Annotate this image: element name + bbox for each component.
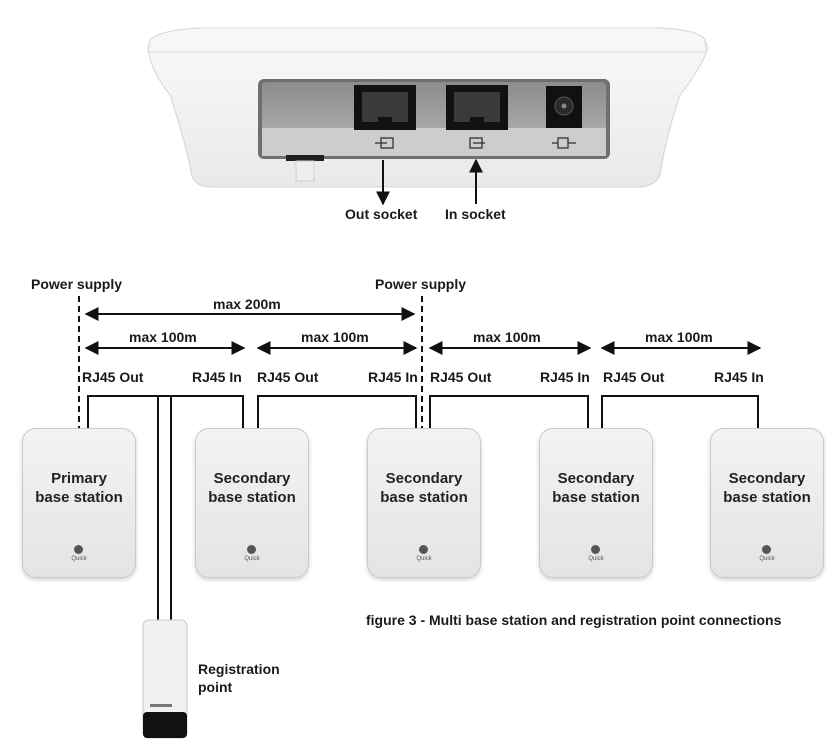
- rj45-out-socket: [354, 85, 416, 130]
- station-name-line1: Secondary: [728, 470, 806, 487]
- station-name-line2: base station: [552, 489, 640, 506]
- station-name-line2: base station: [35, 489, 123, 506]
- figure-caption: figure 3 - Multi base station and regist…: [366, 612, 782, 628]
- cable-1-to-2: [87, 395, 244, 428]
- registration-point-device: [142, 619, 188, 739]
- cable-4-to-5: [601, 395, 759, 428]
- rj45-in-label: RJ45 In: [192, 369, 242, 385]
- in-port-icon: [469, 137, 485, 149]
- rj45-out-label: RJ45 Out: [430, 369, 492, 385]
- max-100m-label: max 100m: [301, 329, 369, 345]
- brand-logo-icon: [419, 545, 428, 554]
- rj45-in-label: RJ45 In: [540, 369, 590, 385]
- registration-point-label: Registration point: [198, 660, 280, 696]
- power-port-icon: [552, 137, 576, 149]
- rj45-in-label: RJ45 In: [714, 369, 764, 385]
- power-supply-label: Power supply: [375, 276, 467, 292]
- reg-cable-in: [170, 395, 228, 622]
- registration-point-line1: Registration: [198, 661, 280, 677]
- brand-text: Quick: [416, 556, 432, 562]
- station-name-line1: Secondary: [213, 470, 291, 487]
- power-supply-label: Power supply: [31, 276, 123, 292]
- station-name-line1: Primary: [51, 470, 107, 487]
- out-port-icon: [375, 137, 394, 149]
- rj45-in-label: RJ45 In: [368, 369, 418, 385]
- rj45-in-socket: [446, 85, 508, 130]
- cable-2-to-3: [257, 395, 417, 428]
- secondary-base-station: Secondary base station Quick: [367, 428, 481, 578]
- max-200m-label: max 200m: [213, 296, 281, 312]
- max-100m-label: max 100m: [473, 329, 541, 345]
- station-name-line2: base station: [208, 489, 296, 506]
- brand-logo-icon: [247, 545, 256, 554]
- station-name-line2: base station: [380, 489, 468, 506]
- base-station-rear-view: [147, 27, 709, 188]
- rj45-out-label: RJ45 Out: [603, 369, 665, 385]
- max-100m-label: max 100m: [645, 329, 713, 345]
- dc-power-jack: [546, 86, 582, 128]
- registration-point-line2: point: [198, 679, 233, 695]
- brand-text: Quick: [588, 556, 604, 562]
- secondary-base-station: Secondary base station Quick: [539, 428, 653, 578]
- secondary-base-station: Secondary base station Quick: [710, 428, 824, 578]
- cable-3-to-4: [429, 395, 589, 428]
- station-name-line1: Secondary: [557, 470, 635, 487]
- brand-logo-icon: [591, 545, 600, 554]
- in-socket-label: In socket: [445, 206, 506, 222]
- primary-base-station: Primary base station Quick: [22, 428, 136, 578]
- out-socket-label: Out socket: [345, 206, 418, 222]
- secondary-base-station: Secondary base station Quick: [195, 428, 309, 578]
- brand-text: Quick: [71, 556, 87, 562]
- station-name-line1: Secondary: [385, 470, 463, 487]
- brand-text: Quick: [244, 556, 260, 562]
- station-name-line2: base station: [723, 489, 811, 506]
- mounting-clip: [286, 155, 324, 161]
- rj45-out-label: RJ45 Out: [257, 369, 319, 385]
- rj45-out-label: RJ45 Out: [82, 369, 144, 385]
- brand-text: Quick: [759, 556, 775, 562]
- brand-logo-icon: [762, 545, 771, 554]
- brand-logo-icon: [74, 545, 83, 554]
- max-100m-label: max 100m: [129, 329, 197, 345]
